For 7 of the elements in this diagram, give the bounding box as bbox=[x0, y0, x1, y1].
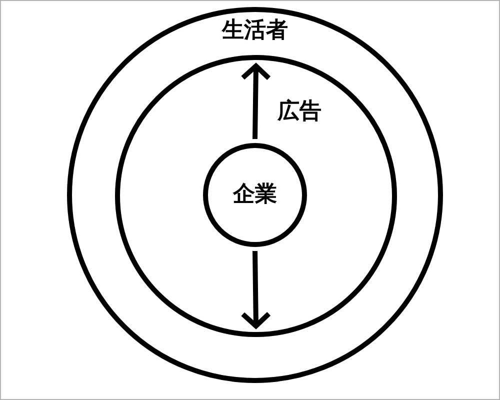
arrow bbox=[240, 64, 272, 140]
inner-circle bbox=[203, 143, 307, 247]
outer-circle bbox=[67, 7, 443, 383]
node-label: 企業 bbox=[233, 182, 277, 208]
arrow bbox=[240, 250, 272, 328]
circle-title: 生活者 bbox=[222, 18, 288, 44]
edge-label: 広告 bbox=[276, 98, 324, 124]
